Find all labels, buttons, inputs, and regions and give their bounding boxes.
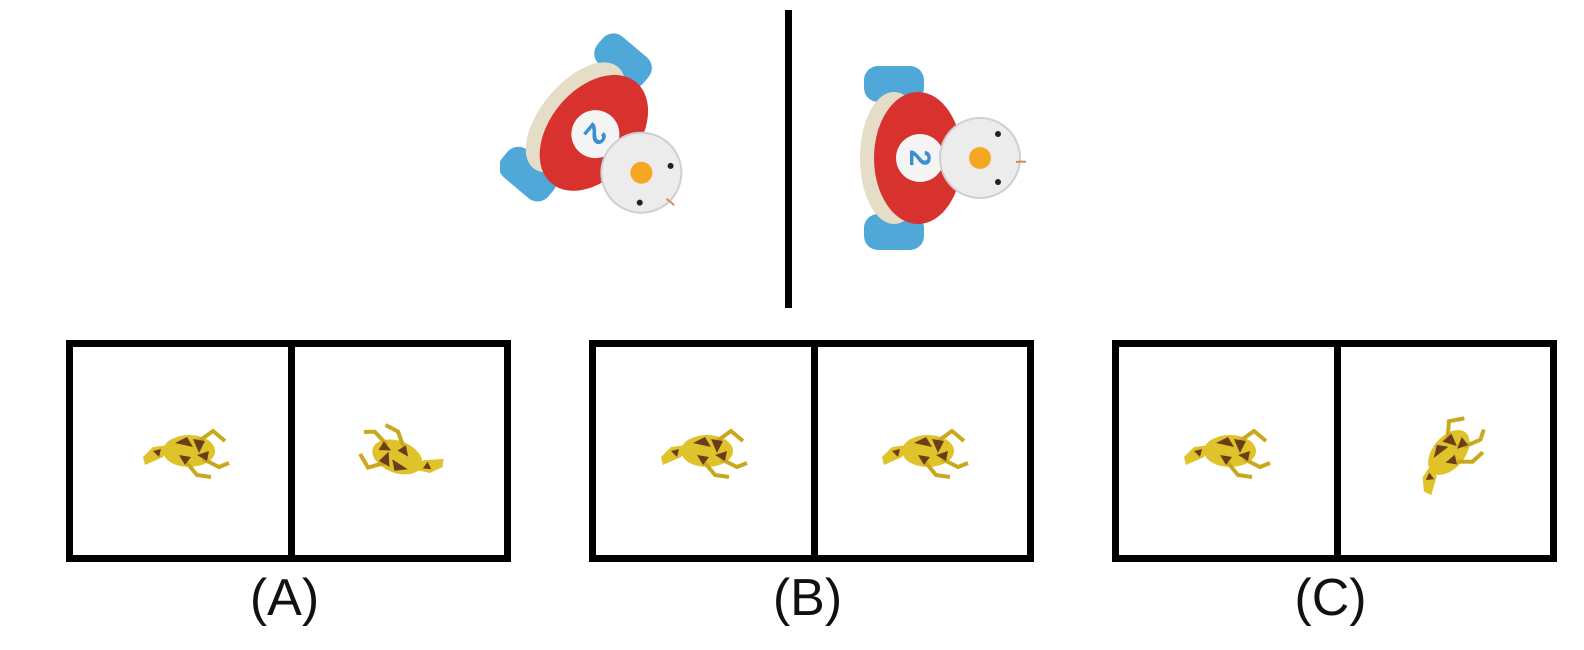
option-c-label: (C) [1294,569,1367,627]
giraffe-icon [1182,429,1272,479]
option-c-divider [1334,347,1341,555]
option-b-label: (B) [772,569,843,627]
option-c-panel[interactable] [1112,340,1557,562]
giraffe-icon [1401,406,1497,507]
option-a-right-image [295,347,504,555]
option-a-left-image [73,347,288,555]
option-c-left-image [1119,347,1334,555]
option-b-right-image [818,347,1027,555]
giraffe-icon [880,429,970,479]
option-c-right-image [1341,347,1550,555]
option-b-divider [811,347,818,555]
reference-toy-right [859,65,1026,251]
option-a-panel[interactable] [66,340,511,562]
option-b-panel[interactable] [589,340,1034,562]
option-b-left-image [596,347,811,555]
option-a-divider [288,347,295,555]
giraffe-icon [350,416,452,494]
giraffe-icon [141,429,231,479]
reference-divider [785,10,792,308]
reference-toy-left [500,28,710,238]
option-a-label: (A) [249,569,320,627]
giraffe-icon [659,429,749,479]
